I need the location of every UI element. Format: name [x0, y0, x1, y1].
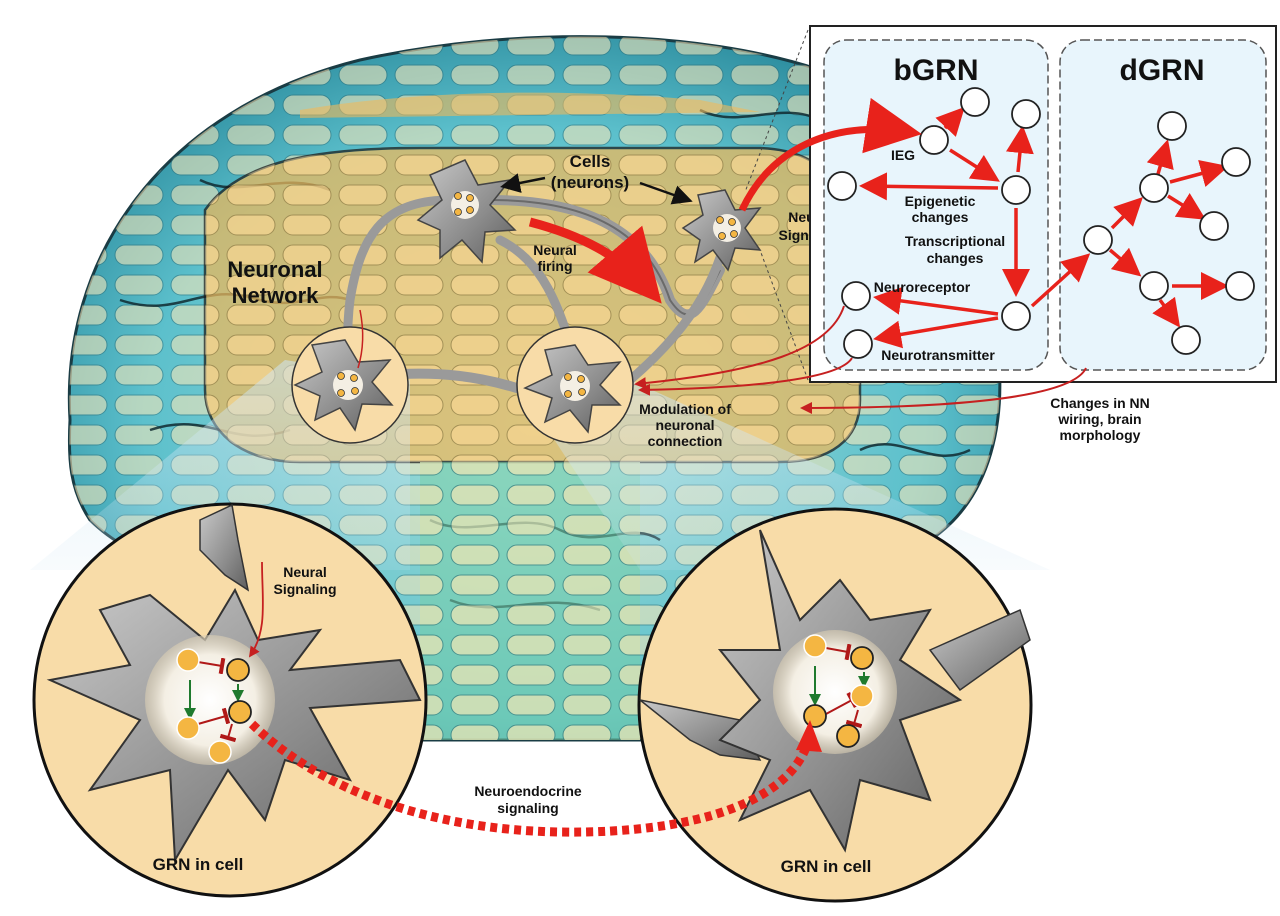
label-changes-nn-1: Changes in NN — [1050, 395, 1150, 411]
zoom-circle-left — [32, 502, 428, 898]
dgrn-node-upper — [1139, 173, 1169, 203]
label-cells: Cells — [570, 152, 611, 171]
bgrn-node-1 — [960, 87, 990, 117]
dgrn-node-right-mid — [1199, 211, 1229, 241]
label-grn-in-cell-left: GRN in cell — [153, 855, 244, 874]
dgrn-node-right-top — [1221, 147, 1251, 177]
label-modulation-3: connection — [648, 433, 723, 449]
bgrn-label-epigenetic-2: changes — [912, 209, 969, 225]
label-neural-signaling-left-1: Neural — [283, 564, 327, 580]
grn-panel: bGRN dGRN IEG Epigenetic change — [744, 25, 1277, 383]
bgrn-label-transcriptional-2: changes — [927, 250, 984, 266]
bgrn-label-ieg: IEG — [891, 147, 915, 163]
label-neural-firing-2: firing — [538, 258, 573, 274]
dgrn-node-right-low — [1225, 271, 1255, 301]
bgrn-label-epigenetic-1: Epigenetic — [905, 193, 976, 209]
label-neural-firing-1: Neural — [533, 242, 577, 258]
bgrn-node-ieg — [919, 125, 949, 155]
bgrn-node-lower-hub — [1001, 301, 1031, 331]
dgrn-node-top — [1157, 111, 1187, 141]
dgrn-node-root — [1083, 225, 1113, 255]
arrow-dgrn-to-wiring — [800, 367, 1087, 414]
label-network: Network — [232, 283, 320, 308]
dgrn-node-lower — [1139, 271, 1169, 301]
zoom-circle-right — [637, 507, 1033, 903]
label-changes-nn-2: wiring, brain — [1057, 411, 1141, 427]
label-grn-in-cell-right: GRN in cell — [781, 857, 872, 876]
mini-grn-left — [333, 370, 363, 400]
label-neural-signaling-left-2: Signaling — [274, 581, 337, 597]
neuroendocrine-arrowhead — [796, 720, 822, 752]
label-changes-nn-3: morphology — [1060, 427, 1141, 443]
label-modulation-2: neuronal — [655, 417, 714, 433]
bgrn-label-neurotransmitter: Neurotransmitter — [881, 347, 995, 363]
bgrn-node-neurotransmitter — [843, 329, 873, 359]
zoom-beam-right — [515, 380, 1050, 570]
label-neurons: (neurons) — [551, 173, 629, 192]
cells-arrow-left — [500, 173, 546, 193]
bgrn-title: bGRN — [894, 54, 979, 87]
dgrn-box — [1059, 39, 1267, 371]
label-neuroendocrine-2: signaling — [497, 800, 558, 816]
bgrn-label-neuroreceptor: Neuroreceptor — [874, 279, 971, 295]
label-neuronal: Neuronal — [227, 257, 322, 282]
mini-grn-center — [560, 371, 590, 401]
bgrn-node-2 — [1011, 99, 1041, 129]
label-modulation-1: Modulation of — [639, 401, 731, 417]
bgrn-node-epigenetic — [827, 171, 857, 201]
mini-grn-right — [713, 214, 741, 242]
cells-arrow-right — [639, 181, 693, 205]
arrow-signal-to-ieg — [738, 97, 922, 212]
bgrn-label-transcriptional-1: Transcriptional — [905, 233, 1005, 249]
bgrn-node-neuroreceptor — [841, 281, 871, 311]
label-neuroendocrine-1: Neuroendocrine — [474, 783, 582, 799]
neuronal-network — [291, 159, 762, 444]
bgrn-node-hub — [1001, 175, 1031, 205]
mini-grn-top — [451, 191, 479, 219]
dgrn-node-bottom — [1171, 325, 1201, 355]
arrow-neurotransmitter-to-connection — [638, 357, 853, 396]
dgrn-title: dGRN — [1120, 54, 1205, 87]
neural-firing-arrow — [528, 217, 662, 304]
arrow-neuroreceptor-to-connection — [634, 305, 845, 390]
